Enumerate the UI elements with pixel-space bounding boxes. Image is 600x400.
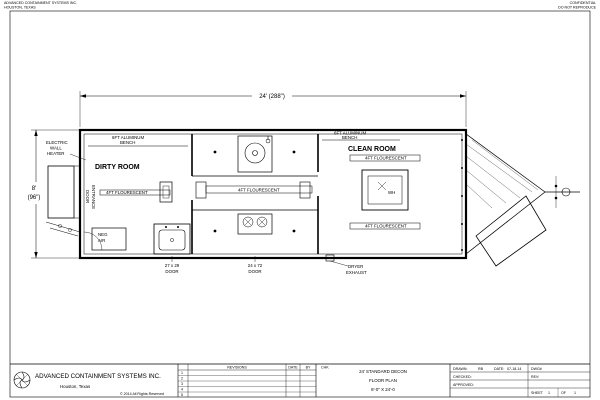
sheet-label: SHEET: [531, 391, 544, 395]
dirty-bench-label-2: BENCH: [120, 140, 135, 145]
sink: [153, 223, 191, 255]
electric-heater-label: ELECTRIC: [46, 140, 68, 145]
approved-label: APPROVED:: [453, 383, 474, 387]
mid-light-label: 4FT FLOURESCENT: [238, 188, 280, 193]
clean-bench-label: 6FT ALUMINUM: [334, 131, 366, 136]
drawing-size: 8'-0" X 24'-0: [371, 387, 395, 392]
sheet-border: [9, 10, 591, 398]
rev-label: REV:: [531, 375, 539, 379]
width-ft-label: 8': [32, 186, 36, 192]
date-label: DATE:: [494, 367, 504, 371]
clean-room-label: CLEAN ROOM: [348, 146, 396, 153]
company-city: Houston, Texas: [60, 384, 91, 389]
revisions-header: REVISIONS: [227, 366, 247, 370]
neg-air-label: NEG: [98, 232, 108, 237]
water-heater-label: WH: [388, 190, 395, 195]
title-block: [10, 363, 590, 397]
drawn-value: RB: [478, 367, 484, 371]
copyright: © 2014 All Rights Reserved: [120, 392, 164, 396]
revision-number: 4: [181, 388, 183, 392]
date-header: DATE: [288, 366, 298, 370]
dirty-light: [99, 181, 173, 203]
width-dimension: 8' (96"): [26, 129, 80, 259]
by-header: BY: [306, 366, 311, 370]
dirty-light-label: 4FT FLOURESCENT: [106, 190, 148, 195]
revision-number: 2: [181, 377, 183, 381]
revision-number: 1: [181, 371, 183, 375]
partitions: [191, 134, 319, 254]
door1-size-label: 27 x 29: [165, 263, 180, 268]
clean-light-top-label: 4FT FLOURESCENT: [365, 156, 407, 161]
dryer-exhaust: [325, 254, 349, 267]
header-city: HOUSTON, TEXAS: [4, 6, 36, 10]
revision-number: 3: [181, 382, 183, 386]
clean-light-bottom-label: 4FT FLOURESCENT: [365, 224, 407, 229]
rear-ramp: [465, 133, 580, 267]
neg-air-unit: [91, 227, 127, 251]
company-name: ADVANCED CONTAINMENT SYSTEMS INC.: [35, 373, 161, 380]
ceiling-fixtures: [213, 150, 296, 233]
checked-label: CHECKED:: [453, 375, 472, 379]
dryer-label-2: EXHAUST: [346, 270, 367, 275]
clean-light-top: [349, 154, 421, 162]
door2-size-label: 24 x 72: [248, 263, 263, 268]
of-value: 1: [574, 391, 576, 395]
door2-label: DOOR: [248, 269, 261, 274]
trailer-inner-wall: [83, 133, 463, 255]
ramp-panel: [475, 195, 547, 267]
sheet-value: 1: [548, 391, 550, 395]
overall-dimension: 24' (288"): [79, 91, 467, 127]
company-logo-icon: [13, 371, 31, 389]
door1-label: DOOR: [165, 269, 178, 274]
shower-lower: [237, 213, 273, 235]
dirty-room-label: DIRTY ROOM: [95, 164, 140, 171]
clean-light-bottom: [349, 222, 421, 230]
overall-length-label: 24' (288"): [259, 94, 285, 100]
electric-heater-label-3: HEATER: [47, 151, 64, 156]
drawing-subtitle: FLOOR PLAN: [369, 378, 397, 383]
width-in-label: (96"): [28, 195, 41, 201]
entrance-door-label-2: DOOR: [85, 190, 90, 203]
dwg-label: DWG#: [531, 367, 542, 371]
neg-air-label-2: AIR: [98, 238, 105, 243]
dryer-label: DRYER: [348, 264, 363, 269]
revision-number: 5: [181, 393, 183, 397]
electric-heater-label-2: WALL: [50, 146, 62, 151]
dirty-bench-label: 6FT ALUMINUM: [112, 135, 144, 140]
drawn-label: DRAWN:: [453, 367, 467, 371]
chk-header: CHK: [321, 366, 329, 370]
header-confidential: CONFIDENTIAL: [570, 1, 596, 5]
middle-section: [195, 135, 313, 235]
entrance-door-label: ENTRANCE: [91, 185, 96, 209]
date-value: 07-18-14: [507, 367, 521, 371]
water-heater: [361, 169, 409, 211]
clean-wall-marks: [461, 139, 463, 251]
revision-rows: 1 2 3 4 5: [181, 371, 183, 397]
header-notice: DO NOT REPRODUCE: [558, 6, 596, 10]
shower-upper: [237, 135, 273, 173]
clean-bench-label-2: BENCH: [342, 135, 357, 140]
left-wall-fixtures: [45, 153, 87, 237]
of-label: OF: [561, 391, 567, 395]
drawing-title: 24' STANDARD DECON: [359, 369, 407, 374]
hitch-box: [47, 165, 75, 219]
header-company: ADVANCED CONTAINMENT SYSTEMS INC.: [4, 1, 77, 5]
